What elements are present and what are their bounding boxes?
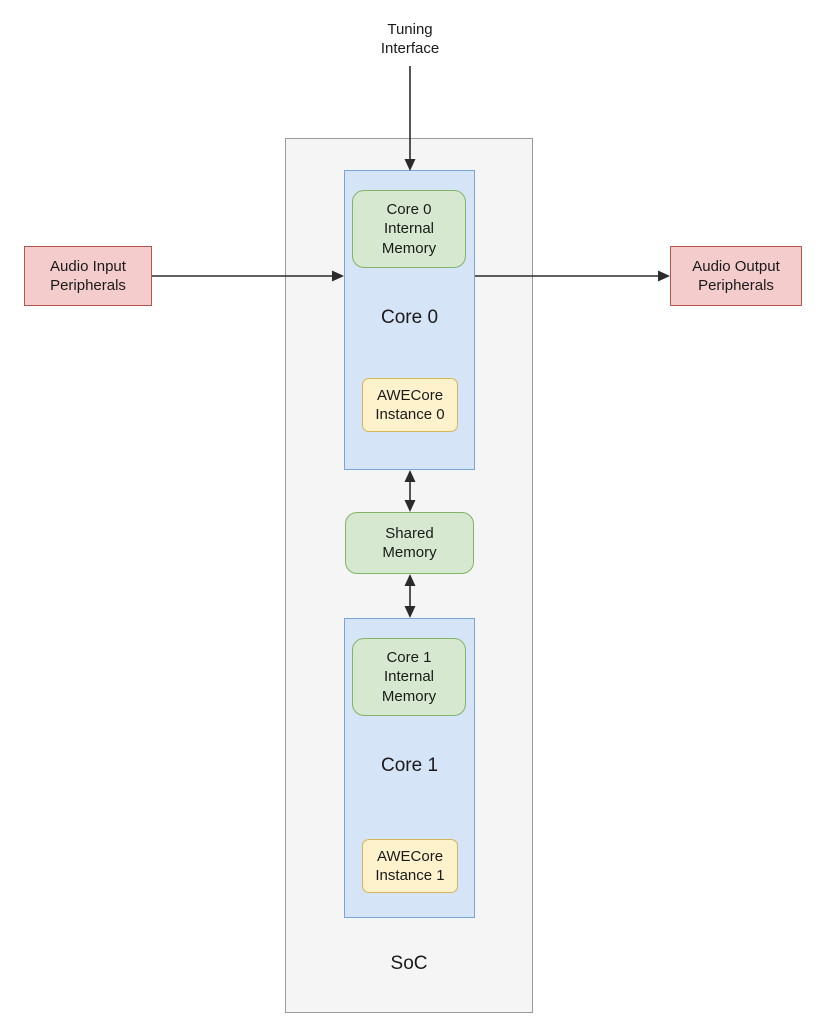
- audio-input-peripherals-label: Audio Input Peripherals: [50, 257, 126, 295]
- core-1-internal-memory-block[interactable]: Core 1 Internal Memory: [352, 638, 466, 716]
- shared-memory-line-2: Memory: [382, 544, 437, 561]
- audio-input-peripherals-block[interactable]: Audio Input Peripherals: [24, 246, 152, 306]
- tuning-interface-line-2: Interface: [380, 40, 440, 57]
- core-1-memory-line-1: Core 1: [386, 649, 432, 667]
- awecore-instance-1-line-1: AWECore: [376, 847, 444, 865]
- audio-output-peripherals-label: Audio Output Peripherals: [692, 257, 780, 295]
- core-0-title: Core 0: [380, 307, 439, 328]
- audio-output-line-1: Audio Output: [692, 257, 780, 275]
- soc-label: SoC: [390, 952, 428, 974]
- audio-input-line-1: Audio Input: [50, 257, 126, 275]
- core-0-internal-memory-block[interactable]: Core 0 Internal Memory: [352, 190, 466, 268]
- core-1-internal-memory-label: Core 1 Internal Memory: [382, 648, 436, 706]
- awecore-instance-1-line-2: Instance 1: [375, 867, 445, 884]
- tuning-interface-label: Tuning Interface: [345, 16, 475, 62]
- audio-input-line-2: Peripherals: [50, 277, 126, 294]
- core-0-memory-line-1: Core 0: [386, 201, 432, 219]
- tuning-interface-line-1: Tuning: [387, 20, 433, 38]
- core-1-memory-line-2: Internal: [383, 668, 435, 686]
- core-1-memory-line-3: Memory: [381, 687, 437, 705]
- awecore-instance-1-block[interactable]: AWECore Instance 1: [362, 839, 458, 893]
- shared-memory-label: Shared Memory: [382, 524, 436, 562]
- awecore-instance-0-line-1: AWECore: [376, 386, 444, 404]
- awecore-instance-1-label: AWECore Instance 1: [375, 847, 444, 885]
- core-0-internal-memory-label: Core 0 Internal Memory: [382, 200, 436, 258]
- awecore-instance-0-label: AWECore Instance 0: [375, 386, 444, 424]
- awecore-instance-0-block[interactable]: AWECore Instance 0: [362, 378, 458, 432]
- core-1-title: Core 1: [380, 755, 439, 776]
- shared-memory-line-1: Shared: [385, 524, 434, 542]
- audio-output-peripherals-block[interactable]: Audio Output Peripherals: [670, 246, 802, 306]
- core-0-memory-line-2: Internal: [383, 220, 435, 238]
- awecore-instance-0-line-2: Instance 0: [375, 406, 445, 423]
- core-0-memory-line-3: Memory: [381, 239, 437, 257]
- shared-memory-block[interactable]: Shared Memory: [345, 512, 474, 574]
- audio-output-line-2: Peripherals: [698, 277, 774, 294]
